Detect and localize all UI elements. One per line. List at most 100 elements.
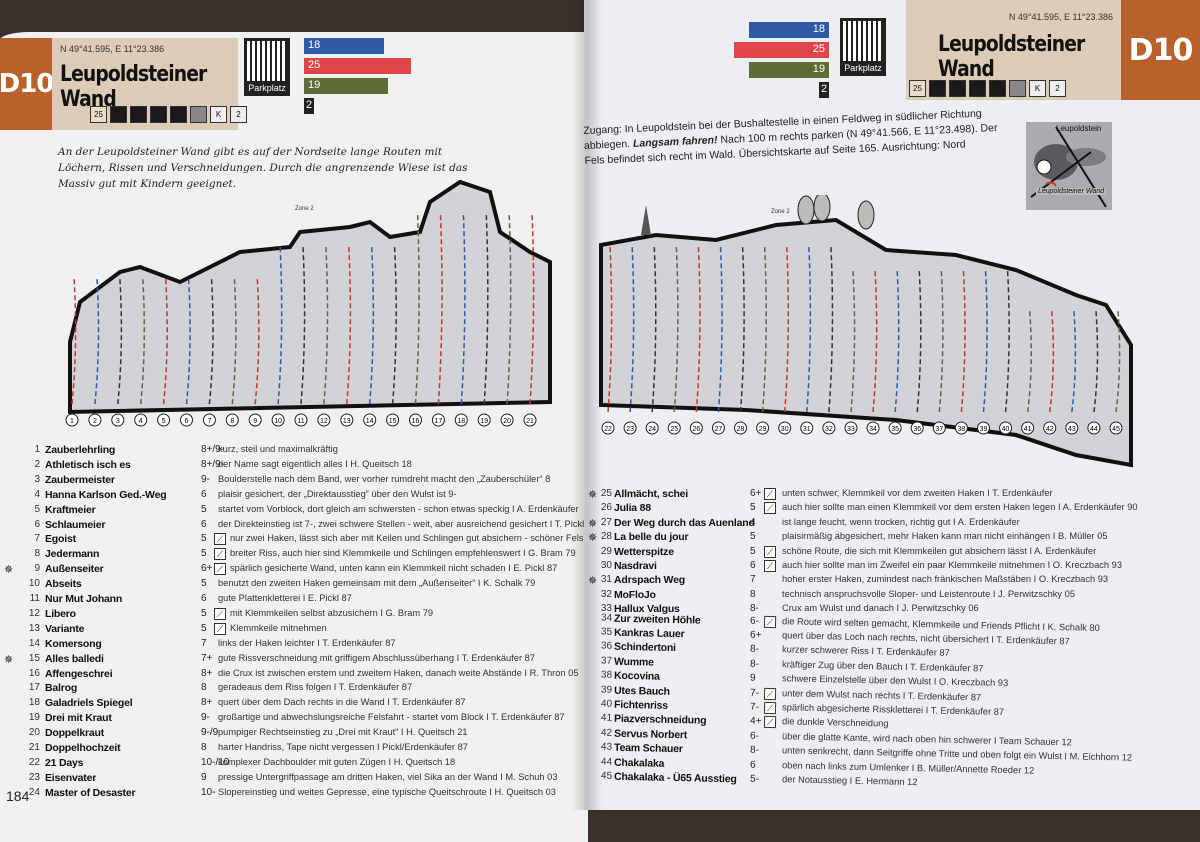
route-number: 9 bbox=[34, 563, 40, 575]
route-number-label: 28 bbox=[737, 426, 745, 433]
route-number-label: 39 bbox=[980, 426, 988, 433]
route-description: auch hier sollte man einen Klemmkeil vor… bbox=[782, 502, 1138, 513]
route-grade: 8+/9- bbox=[201, 444, 225, 455]
approach-time-icon: 2 bbox=[230, 106, 247, 123]
route-grade: 6 bbox=[201, 488, 207, 500]
route-line bbox=[231, 276, 237, 405]
trad-gear-icon: ⟋ bbox=[214, 533, 226, 546]
route-number-label: 41 bbox=[1024, 426, 1032, 433]
route-line bbox=[1115, 309, 1121, 413]
route-name: Affengeschrei bbox=[45, 667, 113, 680]
parking-qr-code[interactable]: Parkplatz bbox=[244, 38, 290, 96]
grade-bar-red: 25 bbox=[304, 58, 411, 74]
crag-code: D10 bbox=[0, 38, 54, 130]
zone-label: Zone 2 bbox=[771, 209, 790, 215]
trad-gear-icon: ⟋ bbox=[764, 545, 776, 558]
route-name: Hallux Valgus bbox=[614, 603, 680, 616]
route-count-icon: 25 bbox=[90, 106, 107, 123]
route-description: pressige Untergriffpassage am dritten Ha… bbox=[218, 771, 558, 782]
route-number-label: 21 bbox=[526, 418, 534, 425]
route-grade: 6 bbox=[750, 560, 756, 571]
grade-bar-blue: 18 bbox=[749, 22, 829, 38]
route-description: nur zwei Haken, lässt sich aber mit Keil… bbox=[230, 533, 584, 544]
route-number-label: 37 bbox=[935, 426, 943, 433]
route-number: 1 bbox=[34, 444, 40, 455]
route-line bbox=[529, 211, 535, 405]
route-number-marker bbox=[409, 413, 422, 427]
route-description: die Crux ist zwischen erstem und zweitem… bbox=[218, 667, 579, 678]
route-description: der Notausstieg I E. Hermann 12 bbox=[781, 774, 918, 788]
route-number-label: 43 bbox=[1068, 426, 1076, 433]
parking-qr-code[interactable]: Parkplatz bbox=[840, 18, 886, 76]
route-line bbox=[783, 244, 790, 413]
overhang-icon bbox=[150, 106, 167, 123]
route-number: 30 bbox=[600, 560, 612, 571]
route-number-label: 23 bbox=[626, 426, 634, 433]
route-description: gute Plattenkletterei I E. Pickl 87 bbox=[218, 593, 352, 603]
crag-code: D10 bbox=[1121, 0, 1200, 100]
route-description: Slopereinstieg und weites Gepresse, eine… bbox=[218, 786, 556, 797]
route-count-icon: 25 bbox=[909, 80, 926, 97]
left-page: D10 N 49°41.595, E 11°23.386 Leupoldstei… bbox=[0, 32, 597, 842]
route-line bbox=[162, 276, 168, 405]
route-number-marker bbox=[363, 413, 377, 427]
route-number: 33 bbox=[600, 603, 612, 615]
route-number-marker bbox=[800, 421, 814, 435]
route-number-label: 34 bbox=[869, 426, 877, 433]
shade-icon bbox=[1009, 80, 1026, 97]
route-number-marker bbox=[386, 413, 400, 427]
route-name: Julia 88 bbox=[614, 502, 651, 515]
overview-map[interactable]: Leupoldstein Leupoldsteiner Wand bbox=[1026, 122, 1112, 210]
route-grade: 8+/9- bbox=[201, 458, 225, 470]
route-grade: 5 bbox=[750, 502, 756, 514]
crag-title: Leupoldsteiner Wand bbox=[60, 62, 207, 112]
route-number-marker bbox=[734, 421, 748, 435]
route-grade: 8+ bbox=[201, 697, 213, 709]
route-grade: 5 bbox=[201, 533, 207, 545]
route-name: Allmächt, schei bbox=[614, 488, 689, 500]
route-grade: 9- bbox=[201, 473, 210, 485]
route-line bbox=[806, 244, 812, 413]
rock-outline bbox=[68, 179, 552, 415]
route-line bbox=[629, 244, 635, 413]
highlight-star-icon: ✵ bbox=[588, 488, 597, 501]
route-line bbox=[208, 276, 214, 405]
route-description: kurz, steil und maximalkräftig bbox=[218, 444, 338, 454]
route-number: 6 bbox=[34, 518, 40, 530]
route-description: mit Klemmkeilen selbst abzusichern I G. … bbox=[230, 607, 434, 618]
